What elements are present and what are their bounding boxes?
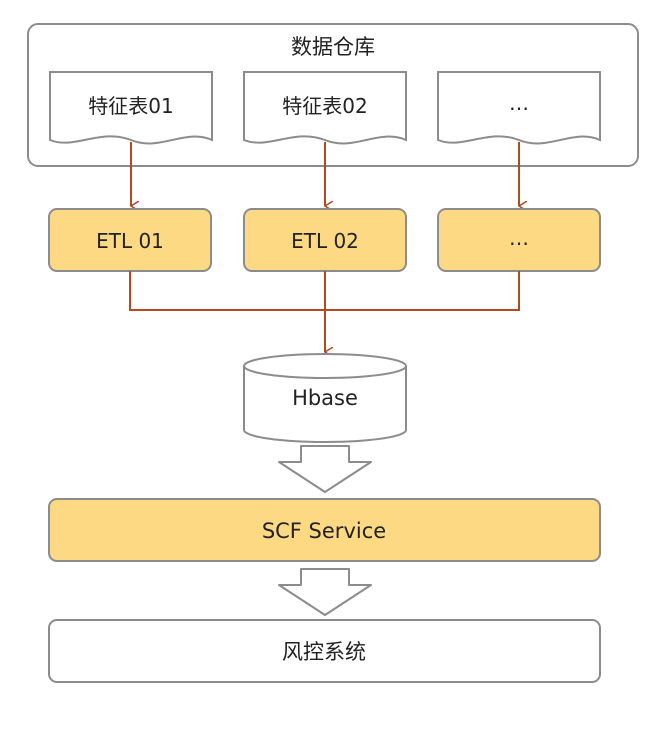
hbase-label: Hbase (292, 386, 358, 410)
document-shape (437, 71, 601, 145)
feature-table-01: 特征表01 (49, 71, 213, 145)
risk-control-system-box: 风控系统 (48, 619, 601, 683)
cylinder-body (243, 366, 407, 443)
etl-02-box: ETL 02 (243, 208, 407, 272)
etl-01-box: ETL 01 (48, 208, 212, 272)
data-warehouse-group: 数据仓库 特征表01 特征表02 … (27, 23, 639, 167)
hollow-arrow-hbase-to-service (278, 445, 372, 493)
etl-label: … (509, 226, 529, 250)
document-shape (243, 71, 407, 145)
document-shape (49, 71, 213, 145)
etl-label: ETL 02 (291, 229, 359, 253)
hbase-storage: Hbase (243, 353, 407, 443)
feature-table-label: 特征表02 (282, 94, 367, 118)
feature-table-02: 特征表02 (243, 71, 407, 145)
etl-label: ETL 01 (96, 229, 164, 253)
risk-control-system-label: 风控系统 (282, 640, 366, 664)
feature-table-more: … (437, 71, 601, 145)
scf-service-label: SCF Service (262, 519, 386, 543)
feature-table-label: 特征表01 (88, 94, 173, 118)
scf-service-box: SCF Service (48, 498, 601, 562)
etl-more-box: … (437, 208, 601, 272)
feature-table-label: … (509, 91, 529, 115)
cylinder-top (243, 353, 407, 379)
hollow-arrow-service-to-risk (278, 568, 372, 616)
data-warehouse-title: 数据仓库 (291, 35, 375, 59)
